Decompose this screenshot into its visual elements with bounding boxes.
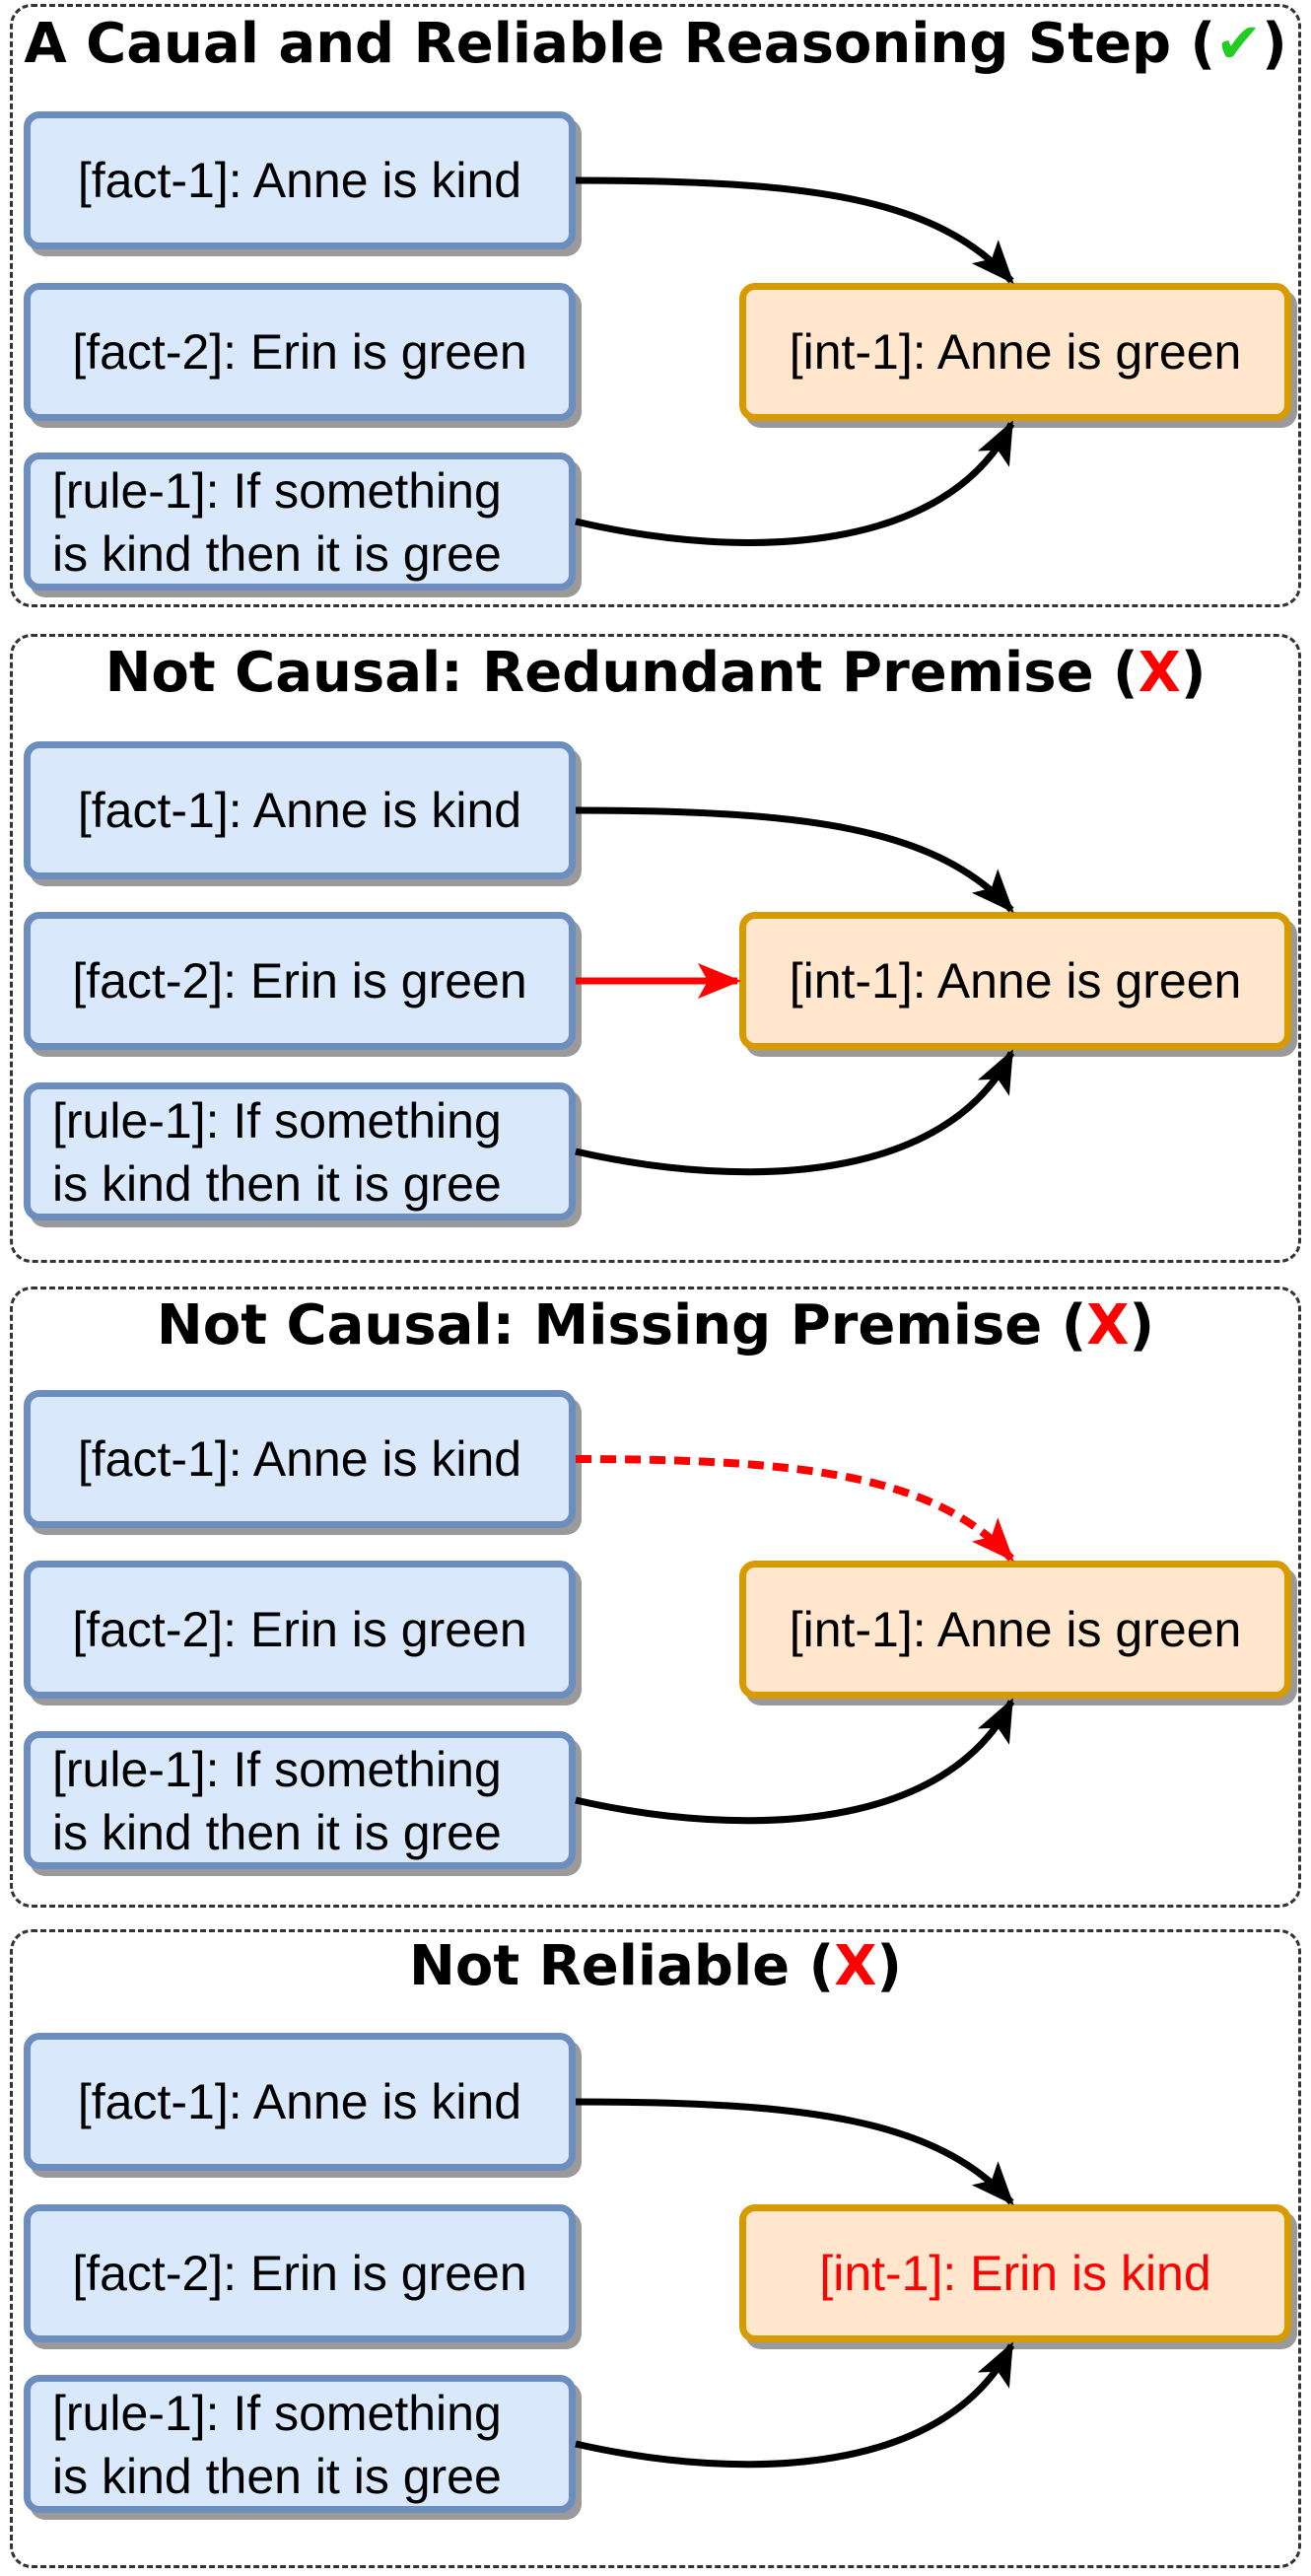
panel-title-text: Not Reliable ( bbox=[408, 1934, 835, 1998]
panel-title: A Caual and Reliable Reasoning Step (✔) bbox=[0, 12, 1311, 76]
panel-not-reliable bbox=[10, 1929, 1301, 2568]
rule-1-node: [rule-1]: If something is kind then it i… bbox=[24, 453, 576, 591]
rule-1-line-1: [rule-1]: If something bbox=[52, 1742, 502, 1797]
panel-title-close: ) bbox=[876, 1934, 903, 1998]
panel-missing-premise bbox=[10, 1287, 1301, 1908]
rule-1-node: [rule-1]: If something is kind then it i… bbox=[24, 2375, 576, 2513]
check-mark-icon: ✔ bbox=[1215, 12, 1263, 76]
panel-title: Not Causal: Missing Premise (X) bbox=[0, 1293, 1311, 1358]
panel-title-close: ) bbox=[1129, 1293, 1155, 1358]
rule-1-line-2: is kind then it is gree bbox=[52, 1805, 502, 1860]
int-1-node: [int-1]: Erin is kind bbox=[739, 2204, 1291, 2342]
rule-1-line-1: [rule-1]: If something bbox=[52, 2386, 502, 2441]
cross-mark-icon: X bbox=[834, 1934, 877, 1998]
panel-title-text: Not Causal: Redundant Premise ( bbox=[104, 641, 1138, 705]
rule-1-line-2: is kind then it is gree bbox=[52, 526, 502, 582]
int-1-node: [int-1]: Anne is green bbox=[739, 1561, 1291, 1699]
rule-1-line-1: [rule-1]: If something bbox=[52, 1093, 502, 1149]
fact-1-node: [fact-1]: Anne is kind bbox=[24, 111, 576, 249]
fact-2-node: [fact-2]: Erin is green bbox=[24, 912, 576, 1050]
fact-2-node: [fact-2]: Erin is green bbox=[24, 1561, 576, 1699]
panel-title-close: ) bbox=[1262, 12, 1287, 76]
panel-title-text: Not Causal: Missing Premise ( bbox=[156, 1293, 1087, 1358]
int-1-node: [int-1]: Anne is green bbox=[739, 912, 1291, 1050]
rule-1-node: [rule-1]: If something is kind then it i… bbox=[24, 1731, 576, 1869]
panel-title-close: ) bbox=[1180, 641, 1207, 705]
fact-2-node: [fact-2]: Erin is green bbox=[24, 283, 576, 421]
panel-redundant-premise bbox=[10, 634, 1301, 1263]
rule-1-line-1: [rule-1]: If something bbox=[52, 463, 502, 519]
fact-1-node: [fact-1]: Anne is kind bbox=[24, 1390, 576, 1528]
panel-title: Not Reliable (X) bbox=[0, 1934, 1311, 1998]
fact-1-node: [fact-1]: Anne is kind bbox=[24, 2033, 576, 2171]
rule-1-line-2: is kind then it is gree bbox=[52, 2449, 502, 2504]
panel-causal-reliable bbox=[10, 4, 1301, 607]
int-1-node: [int-1]: Anne is green bbox=[739, 283, 1291, 421]
fact-2-node: [fact-2]: Erin is green bbox=[24, 2204, 576, 2342]
rule-1-line-2: is kind then it is gree bbox=[52, 1156, 502, 1212]
cross-mark-icon: X bbox=[1138, 641, 1181, 705]
cross-mark-icon: X bbox=[1086, 1293, 1130, 1358]
rule-1-node: [rule-1]: If something is kind then it i… bbox=[24, 1082, 576, 1220]
panel-title: Not Causal: Redundant Premise (X) bbox=[0, 641, 1311, 705]
panel-title-text: A Caual and Reliable Reasoning Step ( bbox=[24, 12, 1216, 76]
fact-1-node: [fact-1]: Anne is kind bbox=[24, 741, 576, 879]
